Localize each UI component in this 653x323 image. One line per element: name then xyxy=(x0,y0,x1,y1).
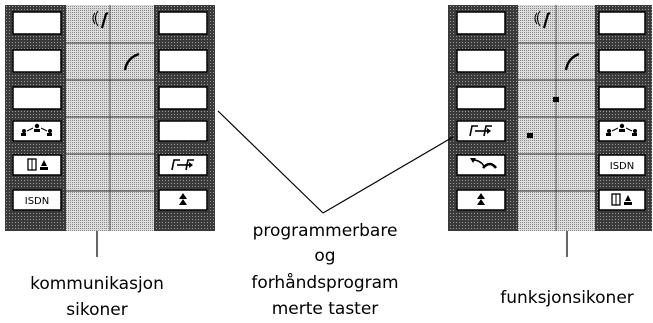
handset-ringing-icon xyxy=(534,10,551,29)
label-function-icons: funksjonsikoner xyxy=(500,288,634,308)
right-panel-left-keys xyxy=(456,11,506,211)
key[interactable] xyxy=(158,120,208,142)
key-callback[interactable] xyxy=(456,154,506,176)
label-communication-icons-line2: sikoner xyxy=(66,300,127,320)
key-phonebook[interactable] xyxy=(598,189,646,211)
phonebook-icon xyxy=(27,158,48,171)
key[interactable] xyxy=(456,11,506,35)
up-arrow-icon xyxy=(179,193,187,205)
connector-lines xyxy=(96,110,568,257)
key[interactable] xyxy=(158,86,208,110)
transfer-icon xyxy=(469,125,492,137)
handset-ringing-icon xyxy=(92,10,109,29)
label-programmable-keys-line4: merte taster xyxy=(272,299,379,319)
key[interactable] xyxy=(158,11,208,35)
key[interactable] xyxy=(598,11,646,35)
conference-icon xyxy=(21,123,52,136)
key[interactable] xyxy=(12,49,62,73)
isdn-key-label: ISDN xyxy=(610,161,634,172)
left-panel-right-keys xyxy=(158,11,208,211)
label-communication-icons: kommunikasjon xyxy=(30,274,164,294)
label-programmable-keys-line2: og xyxy=(314,246,335,266)
conference-icon xyxy=(606,123,637,136)
callback-icon xyxy=(470,158,498,169)
indicator-led xyxy=(553,97,559,102)
right-panel-right-keys: ISDN xyxy=(598,11,646,211)
key[interactable] xyxy=(158,49,208,73)
key[interactable] xyxy=(456,86,506,110)
handset-icon xyxy=(123,52,140,71)
key[interactable] xyxy=(12,11,62,35)
key-isdn[interactable] xyxy=(598,154,646,176)
phonebook-icon xyxy=(611,193,632,206)
right-panel: ISDN xyxy=(448,5,652,231)
label-programmable-keys: programmerbare xyxy=(253,221,398,241)
key[interactable] xyxy=(12,86,62,110)
left-panel: ISDN xyxy=(5,5,215,231)
key[interactable] xyxy=(456,49,506,73)
up-arrow-icon xyxy=(477,193,485,205)
indicator-led xyxy=(527,133,533,138)
key[interactable] xyxy=(598,49,646,73)
transfer-icon xyxy=(171,159,194,171)
left-panel-left-keys: ISDN xyxy=(12,11,62,211)
key[interactable] xyxy=(598,86,646,110)
label-programmable-keys-line3: forhåndsprogram xyxy=(251,272,398,293)
isdn-key-label: ISDN xyxy=(25,196,49,207)
key-phonebook[interactable] xyxy=(12,154,62,176)
handset-icon xyxy=(564,52,580,71)
key-isdn[interactable] xyxy=(12,189,62,211)
